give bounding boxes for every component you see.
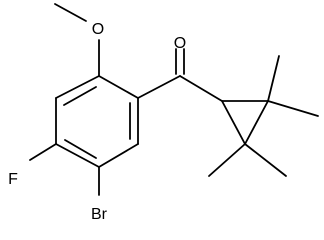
atom-label-bromine: Br bbox=[91, 206, 108, 223]
atom-label-methoxy-oxygen: O bbox=[92, 21, 104, 38]
cyclopropyl-bond-left bbox=[221, 100, 246, 145]
atom-label-carbonyl-oxygen: O bbox=[174, 35, 186, 52]
bond-carbonyl-to-cyclopropyl bbox=[179, 75, 223, 102]
ring-bond-c4-c5 bbox=[55, 143, 100, 168]
atom-label-fluorine: F bbox=[8, 171, 18, 188]
methyl-bond-upper-2 bbox=[267, 100, 319, 117]
bond-methoxy-oxygen-to-methyl bbox=[54, 3, 87, 22]
ring-bond-c5-c6 bbox=[98, 143, 139, 168]
ring-bond-c1-c2 bbox=[98, 75, 139, 99]
ring-double-bond-inner-1 bbox=[63, 86, 97, 106]
ring-bond-c2-c3 bbox=[55, 75, 100, 99]
ring-double-bond-inner-2 bbox=[64, 139, 97, 159]
cyclopropyl-bond-right bbox=[244, 100, 269, 145]
methyl-bond-upper-1 bbox=[267, 55, 280, 102]
methyl-bond-lower-1 bbox=[208, 143, 246, 177]
bond-ring-to-carbonyl-carbon bbox=[137, 75, 181, 99]
methyl-bond-lower-2 bbox=[244, 143, 287, 177]
bond-ring-to-fluorine bbox=[29, 143, 57, 161]
